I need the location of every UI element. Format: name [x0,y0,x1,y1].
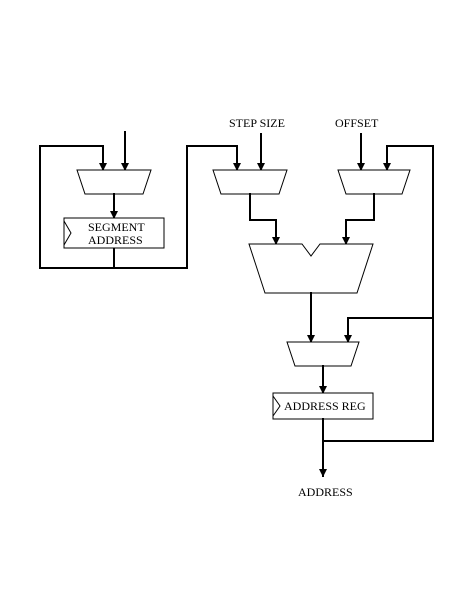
offset-label: OFFSET [335,116,379,130]
step-mux-to-adder-line [249,193,280,245]
offset-mux [337,169,411,195]
segment-mux [76,169,152,195]
address-feedback-to-address-mux-line [344,317,434,343]
segment-address-register [63,217,165,249]
address-register-feedback-line [322,317,434,442]
address-feedback-to-offset-mux-line [383,145,434,319]
segment-to-step-mux-line [113,145,241,269]
address-mux [286,341,360,367]
offset-mux-to-adder-line [342,193,375,245]
address-output-label: ADDRESS [298,485,353,499]
step-size-label: STEP SIZE [229,116,285,130]
segment-address-label-line2: ADDRESS [88,233,143,247]
segment-feedback-loop [39,145,115,269]
step-size-mux [212,169,288,195]
segment-register-clock-icon [63,220,72,246]
address-adder [248,243,374,294]
address-register-clock-icon [272,395,281,417]
segment-address-label-line1: SEGMENT [88,220,145,234]
address-reg-label: ADDRESS REG [284,399,366,413]
